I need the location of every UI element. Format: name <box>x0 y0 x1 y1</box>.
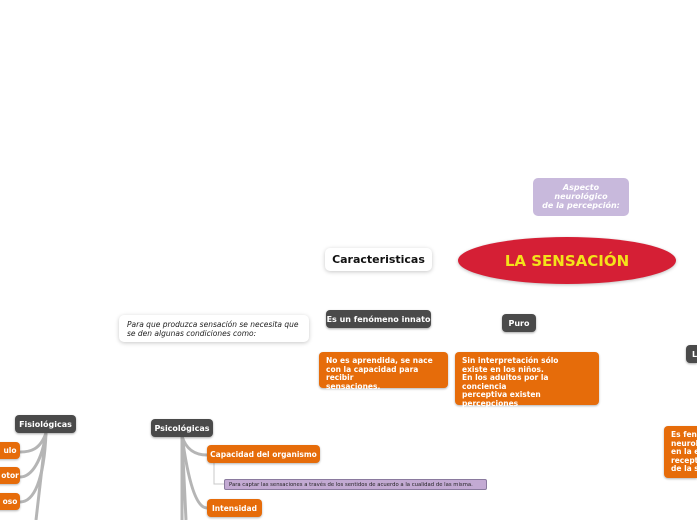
aspect-note: Aspecto neurológico de la percepción: <box>533 178 629 216</box>
intensidad-node[interactable]: Intensidad <box>207 499 262 517</box>
right-partial-label: L <box>692 349 697 359</box>
intensidad-label: Intensidad <box>212 503 257 513</box>
fisiologicas-child-3[interactable]: oso <box>0 493 20 510</box>
connector-fisiologicas-4 <box>34 432 48 520</box>
puro-description[interactable]: Sin interpretación sólo existe en los ni… <box>455 352 599 416</box>
fisiologicas-node[interactable]: Fisiológicas <box>15 415 76 433</box>
capacidad-note[interactable]: Para captar las sensaciones a través de … <box>224 479 487 490</box>
caracteristicas-label: Caracteristicas <box>332 253 425 266</box>
fisiologicas-label: Fisiológicas <box>19 419 72 429</box>
condiciones-node[interactable]: Para que produzca sensación se necesita … <box>119 315 309 342</box>
puro-label: Puro <box>508 318 530 328</box>
right-partial-description[interactable]: Es fen neurol en la e recept de la s <box>664 426 697 478</box>
fisiologicas-child-1[interactable]: ulo <box>0 442 20 459</box>
capacidad-note-text: Para captar las sensaciones a través de … <box>229 481 473 488</box>
central-topic[interactable]: LA SENSACIÓN <box>458 237 676 284</box>
capacidad-label: Capacidad del organismo <box>210 449 317 459</box>
psicologicas-label: Psicológicas <box>154 423 210 433</box>
right-partial-node[interactable]: L <box>686 345 697 363</box>
fisiologicas-child-2-label: otor <box>1 471 19 480</box>
caracteristicas-node[interactable]: Caracteristicas <box>325 248 432 271</box>
innato-description[interactable]: No es aprendida, se nace con la capacida… <box>319 352 448 391</box>
innato-label: Es un fenómeno innato <box>326 314 431 324</box>
psicologicas-node[interactable]: Psicológicas <box>151 419 213 437</box>
capacidad-node[interactable]: Capacidad del organismo <box>207 445 320 463</box>
fisiologicas-child-2[interactable]: otor <box>0 467 20 484</box>
connector-capacidad-note <box>213 463 224 485</box>
central-topic-label: LA SENSACIÓN <box>504 251 630 270</box>
fisiologicas-child-1-label: ulo <box>3 446 17 455</box>
fisiologicas-child-3-label: oso <box>2 497 18 506</box>
puro-node[interactable]: Puro <box>502 314 536 332</box>
innato-node[interactable]: Es un fenómeno innato <box>326 310 431 328</box>
